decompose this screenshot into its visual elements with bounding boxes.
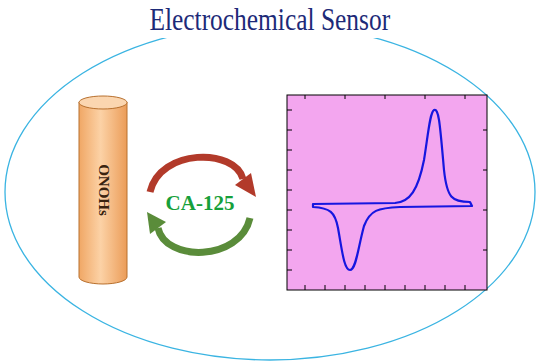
plot-area [287,95,487,290]
cv-curve [313,110,472,270]
arrowhead [147,212,166,234]
analyte-label: CA-125 [150,191,250,216]
electrode-cylinder: ONOHs [78,95,128,285]
diagram-title: Electrochemical Sensor [144,2,395,38]
outer-ellipse [5,24,535,360]
axis-ticks [287,95,487,290]
forward-arrow [150,157,243,192]
reverse-arrow [158,218,250,252]
arrowhead [235,173,256,197]
title-row: Electrochemical Sensor [0,2,539,38]
electrode-label: ONOHs [95,164,112,216]
